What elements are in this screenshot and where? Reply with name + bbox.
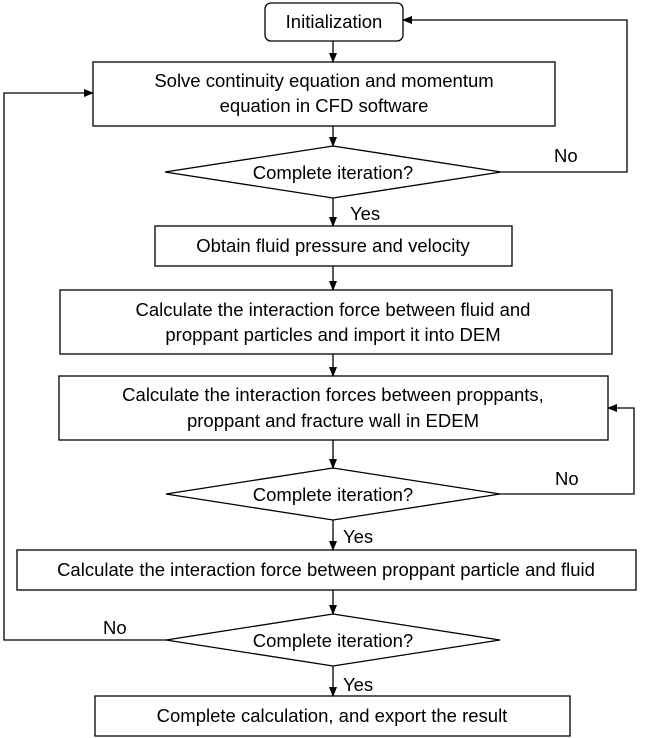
yes-label-1: Yes — [350, 203, 380, 224]
yes-label-2: Yes — [343, 526, 373, 547]
yes-label-3: Yes — [343, 674, 373, 695]
obtain-pressure-velocity-label: Obtain fluid pressure and velocity — [196, 235, 470, 256]
calc-fluid-proppant-force-label-line2: proppant particles and import it into DE… — [165, 324, 500, 345]
initialization-label: Initialization — [286, 11, 383, 32]
no-label-3: No — [103, 617, 127, 638]
iteration-check-2-label: Complete iteration? — [253, 484, 413, 505]
calc-particle-fluid-force-node — [16, 549, 637, 591]
solve-cfd-label-line1: Solve continuity equation and momentum — [154, 70, 493, 91]
no-label-1: No — [554, 145, 578, 166]
no-label-2: No — [555, 468, 579, 489]
loop-no-check2-to-calc2 — [500, 404, 635, 495]
loop-no-check1-to-init — [402, 16, 628, 173]
solve-cfd-label-line2: equation in CFD software — [220, 95, 429, 116]
complete-calculation-label: Complete calculation, and export the res… — [157, 705, 508, 726]
calc-particle-fluid-force-label: Calculate the interaction force between … — [57, 559, 595, 580]
calc-proppant-wall-force-label-line1: Calculate the interaction forces between… — [122, 384, 544, 405]
calc-fluid-proppant-force-label-line1: Calculate the interaction force between … — [136, 299, 531, 320]
solve-cfd-node — [92, 61, 556, 127]
iteration-check-1-label: Complete iteration? — [253, 162, 413, 183]
iteration-check-3-label: Complete iteration? — [253, 630, 413, 651]
calc-fluid-proppant-force-node — [59, 289, 613, 355]
calc-proppant-wall-force-label-line2: proppant and fracture wall in EDEM — [187, 410, 479, 431]
loop-no-check3-to-solve — [3, 89, 166, 641]
